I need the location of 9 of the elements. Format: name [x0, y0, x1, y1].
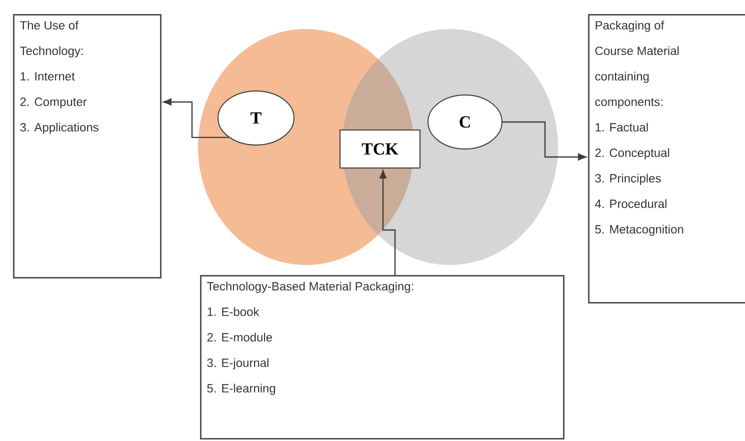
arrow	[163, 98, 229, 138]
ellipse-label: C	[428, 94, 502, 150]
arrow	[379, 170, 396, 275]
ellipse-label: T	[218, 90, 294, 146]
label-box: TCK	[340, 130, 420, 168]
list-box: Technology-Based Material Packaging: 1. E-book 2. E-module 3. E-journal 5. E-learning	[200, 274, 564, 440]
arrow	[502, 121, 586, 160]
list-box: Packaging of Course Material containing components: 1. Factual 2. Conceptual 3. Principles 4. Procedural 5. Metacognition	[588, 14, 745, 304]
list-box: The Use of Technology: 1. Internet 2. Computer 3. Applications	[13, 14, 162, 278]
